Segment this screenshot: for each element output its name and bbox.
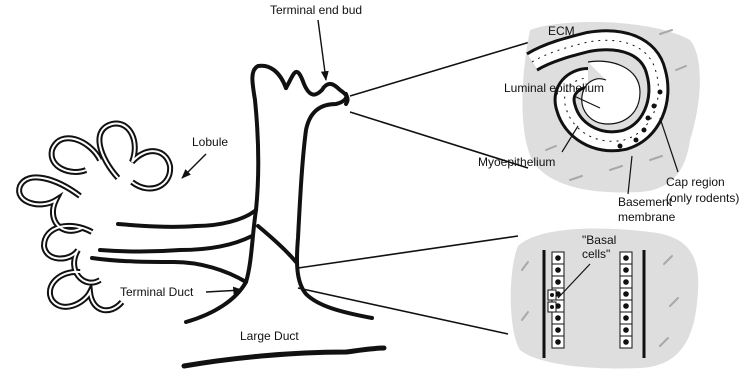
label-myoepithelium: Myoepithelium <box>478 155 555 169</box>
label-luminal-epithelium: Luminal epithelium <box>504 81 604 95</box>
label-basal-cells-line1: "Basal <box>582 233 616 247</box>
label-cap-region-line2: (only rodents) <box>666 191 739 205</box>
label-basement-line1: Basement <box>618 195 673 209</box>
label-terminal-duct: Terminal Duct <box>120 285 194 299</box>
label-basal-cells-line2: cells" <box>582 247 610 261</box>
label-cap-region-line1: Cap region <box>666 175 725 189</box>
lobule-clusters-inner <box>19 124 170 311</box>
label-basement-line2: membrane <box>618 210 676 224</box>
label-lobule: Lobule <box>192 135 228 149</box>
label-large-duct: Large Duct <box>240 329 299 343</box>
label-terminal-end-bud: Terminal end bud <box>270 3 362 17</box>
right-epithelium-column <box>620 252 632 348</box>
ductal-tree <box>92 66 384 366</box>
label-ecm: ECM <box>548 24 575 38</box>
